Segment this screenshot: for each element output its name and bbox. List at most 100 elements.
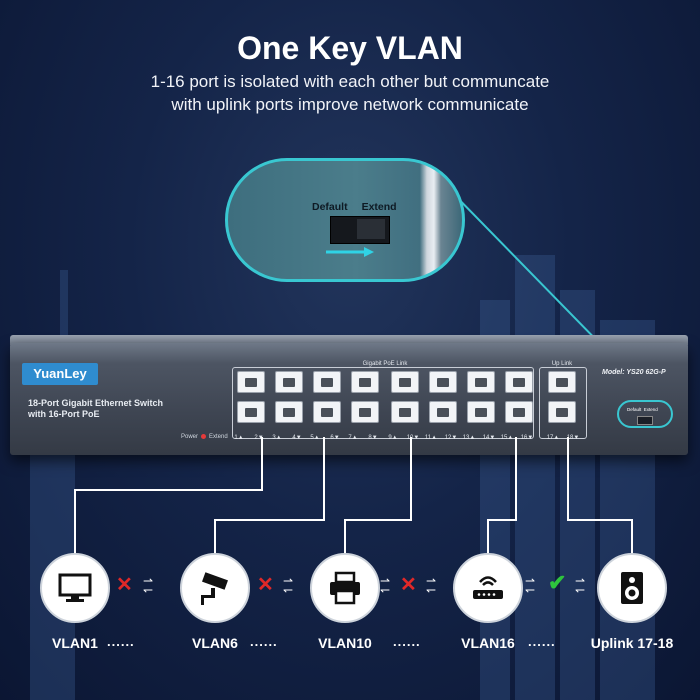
poe-group-label: Gigabit PoE Link xyxy=(362,361,408,367)
switch-description: 18-Port Gigabit Ethernet Switch with 16-… xyxy=(28,398,163,420)
blocked-x-icon: ✕ xyxy=(400,574,417,596)
uplink-group-label: Up Link xyxy=(551,361,573,367)
blocked-x-icon: ✕ xyxy=(116,574,133,596)
zoom-labels: Default Extend xyxy=(312,201,411,213)
dip-extend-label: Extend xyxy=(643,407,658,412)
monitor-icon xyxy=(58,573,92,602)
port-number-label: 15▲ xyxy=(500,435,514,441)
camera-icon xyxy=(201,572,228,605)
ethernet-port xyxy=(467,371,495,393)
bidirectional-arrow-icon: ⇀↽ xyxy=(283,574,294,597)
uplink-number-label: 17▲ xyxy=(546,435,560,441)
ethernet-port xyxy=(275,401,303,423)
zoom-default-label: Default xyxy=(312,201,348,213)
switch-top-edge xyxy=(10,335,688,345)
port-number-label: 2▼ xyxy=(254,435,264,441)
uplink-port-panel xyxy=(539,367,587,439)
ethernet-port xyxy=(505,401,533,423)
power-led-icon xyxy=(201,434,207,439)
port-number-label: 14▼ xyxy=(482,435,496,441)
uplink-port xyxy=(548,371,576,393)
brand-logo: YuanLey xyxy=(22,363,98,385)
ethernet-port xyxy=(467,401,495,423)
ethernet-port xyxy=(237,371,265,393)
dip-switch-knob xyxy=(357,219,385,239)
ethernet-port xyxy=(351,401,379,423)
bg-building xyxy=(515,255,555,700)
bidirectional-arrow-icon: ⇀↽ xyxy=(97,574,108,597)
separator-dots: ...... xyxy=(528,634,556,649)
port-number-label: 13▲ xyxy=(462,435,476,441)
poe-port-panel xyxy=(232,367,534,439)
vlan-label: VLAN16 xyxy=(461,635,515,651)
vlan-label: VLAN6 xyxy=(192,635,238,651)
arrow-right-icon xyxy=(326,247,374,257)
bidirectional-arrow-icon: ⇀↽ xyxy=(426,574,437,597)
device-vlan16 xyxy=(453,553,523,623)
extend-led-label: Extend xyxy=(209,434,228,441)
power-indicator: Power Extend xyxy=(181,434,228,440)
port-number-label: 12▼ xyxy=(444,435,458,441)
port-number-label: 10▼ xyxy=(406,435,420,441)
router-icon xyxy=(473,576,503,599)
bidirectional-arrow-icon: ⇀↽ xyxy=(525,574,536,597)
separator-dots: ...... xyxy=(250,634,278,649)
allowed-check-icon: ✔ xyxy=(548,570,567,595)
uplink-port xyxy=(548,401,576,423)
ethernet-port xyxy=(313,401,341,423)
desc-line: 18-Port Gigabit Ethernet Switch xyxy=(28,398,164,408)
blocked-x-icon: ✕ xyxy=(257,574,274,596)
port-number-label: 4▼ xyxy=(292,435,302,441)
port-number-label: 3▲ xyxy=(272,435,282,441)
ethernet-port xyxy=(391,371,419,393)
network-switch xyxy=(10,343,688,455)
port-number-label: 9▲ xyxy=(388,435,398,441)
bidirectional-arrow-icon: ⇀↽ xyxy=(236,574,247,597)
port-number-label: 16▼ xyxy=(520,435,534,441)
port-number-label: 7▲ xyxy=(348,435,358,441)
dip-default-label: Default xyxy=(627,407,642,412)
ethernet-port xyxy=(351,371,379,393)
device-vlan6 xyxy=(180,553,250,623)
bidirectional-arrow-icon: ⇀↽ xyxy=(143,574,154,597)
vlan-label: VLAN1 xyxy=(52,635,98,651)
ethernet-port xyxy=(391,401,419,423)
dip-highlight xyxy=(617,400,673,428)
ethernet-port xyxy=(429,401,457,423)
device-vlan1 xyxy=(40,553,110,623)
separator-dots: ...... xyxy=(393,634,421,649)
uplink-number-label: 18▼ xyxy=(566,435,580,441)
power-label: Power xyxy=(181,434,199,441)
printer-icon xyxy=(330,571,360,605)
separator-dots: ...... xyxy=(107,634,135,649)
device-vlan10 xyxy=(310,553,380,623)
port-number-label: 11▲ xyxy=(424,435,438,441)
vlan-label: Uplink 17-18 xyxy=(590,635,674,651)
model-label: Model: YS20 62G-P xyxy=(602,369,666,376)
port-number-label: 1▲ xyxy=(234,435,244,441)
dip-labels: Default Extend xyxy=(627,407,667,412)
ethernet-port xyxy=(275,371,303,393)
port-number-label: 5▲ xyxy=(310,435,320,441)
ethernet-port xyxy=(505,371,533,393)
speaker-icon xyxy=(621,572,643,604)
zoom-extend-label: Extend xyxy=(361,201,397,213)
bidirectional-arrow-icon: ⇀↽ xyxy=(380,574,391,597)
port-number-label: 6▼ xyxy=(330,435,340,441)
bidirectional-arrow-icon: ⇀↽ xyxy=(575,574,586,597)
port-number-label: 8▼ xyxy=(368,435,378,441)
ethernet-port xyxy=(429,371,457,393)
ethernet-port xyxy=(237,401,265,423)
vlan-label: VLAN10 xyxy=(318,635,372,651)
device-uplink xyxy=(597,553,667,623)
ethernet-port xyxy=(313,371,341,393)
bg-tower xyxy=(60,270,68,350)
desc-line: with 16-Port PoE xyxy=(28,409,100,419)
page-subtitle: 1-16 port is isolated with each other bu… xyxy=(0,70,700,116)
page-title: One Key VLAN xyxy=(237,30,463,66)
subtitle-line: 1-16 port is isolated with each other bu… xyxy=(150,72,550,91)
subtitle-line: with uplink ports improve network commun… xyxy=(171,95,529,114)
dip-switch[interactable] xyxy=(637,416,653,425)
